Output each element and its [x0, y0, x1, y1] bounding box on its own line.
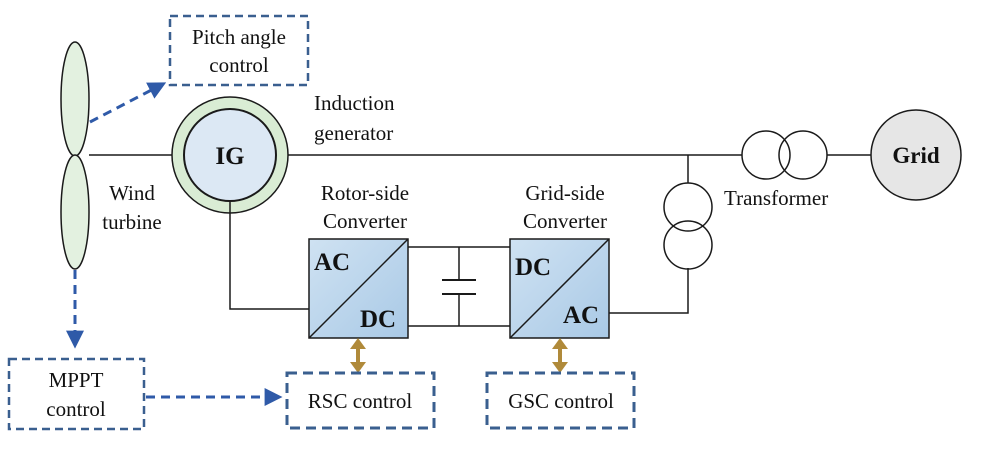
rsc-title-line1: Rotor-side [321, 181, 409, 205]
grid-side-converter: DC AC [509, 238, 610, 339]
dc-link [408, 246, 510, 327]
wind-label-line2: turbine [102, 210, 161, 234]
rsc-ac-label: AC [314, 249, 350, 276]
grid-node: Grid [870, 109, 962, 201]
gsc-title-line1: Grid-side [525, 181, 604, 205]
rsc-title-line2: Converter [323, 209, 407, 233]
rotor-side-converter: AC DC [308, 238, 409, 339]
gsc-bidirectional-arrow [552, 338, 568, 373]
ig-label: IG [215, 143, 244, 170]
lower-blade [60, 154, 90, 270]
induction-generator: IG [171, 96, 289, 214]
gsc-transformer [663, 182, 713, 270]
rsc-control-label: RSC control [308, 389, 413, 413]
gsc-title-line2: Converter [523, 209, 607, 233]
pitch-label-line2: control [209, 53, 269, 77]
gsc-dc-label: DC [515, 254, 551, 281]
upper-blade [60, 41, 90, 157]
rsc-control-box: RSC control [285, 371, 436, 430]
gsc-control-box: GSC control [485, 371, 636, 430]
rotor-connection-line [229, 201, 309, 310]
transformer-label: Transformer [724, 186, 828, 210]
wind-turbine-blades [60, 41, 90, 270]
mppt-label-line1: MPPT [49, 368, 104, 392]
induction-label-line1: Induction [314, 91, 395, 115]
rsc-dc-label: DC [360, 306, 396, 333]
induction-label-line2: generator [314, 121, 393, 145]
grid-label: Grid [892, 143, 939, 168]
main-transformer [741, 130, 828, 180]
mppt-control-box: MPPT control [7, 357, 146, 431]
rsc-bidirectional-arrow [350, 338, 366, 373]
mppt-label-line2: control [46, 397, 106, 421]
gsc-ac-label: AC [563, 302, 599, 329]
pitch-control-arrow [89, 82, 167, 124]
pitch-angle-control-box: Pitch angle control [168, 14, 310, 87]
pitch-label-line1: Pitch angle [192, 25, 286, 49]
gsc-control-label: GSC control [508, 389, 614, 413]
gsc-output-line [609, 268, 689, 314]
wind-label-line1: Wind [109, 181, 155, 205]
